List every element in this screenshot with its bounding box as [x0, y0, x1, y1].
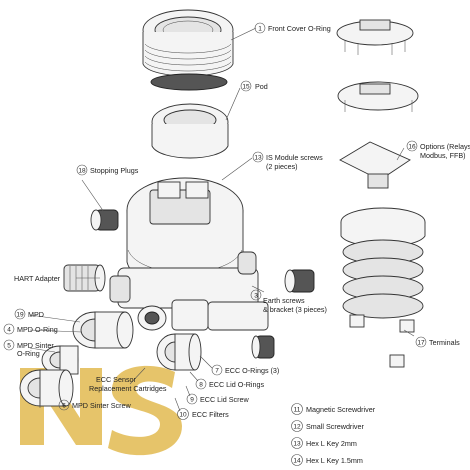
callout-number: 16 — [408, 143, 416, 150]
stopping-plug-left-part — [90, 209, 119, 231]
callout-label: Hex L Key 2mm — [306, 439, 357, 448]
callout-pod: 15 Pod — [240, 80, 268, 92]
callout-label: MPD — [28, 310, 44, 319]
callout-number: 12 — [293, 423, 301, 430]
callout-number: 7 — [215, 367, 219, 374]
callout-number: 13 — [293, 440, 301, 447]
callout-number: 3 — [254, 292, 258, 299]
callout-label: ECC Lid Screw — [200, 395, 250, 404]
callout-label: ECC O-Rings (3) — [225, 366, 279, 375]
main-board-part — [337, 81, 419, 112]
stopping-plug-lower-part — [251, 335, 275, 359]
callout-label: ECC Filters — [192, 410, 229, 419]
callout-number: 13 — [254, 154, 262, 161]
callout-label: Hex L Key 1.5mm — [306, 456, 363, 465]
callout-number: 1 — [258, 25, 262, 32]
mpd-part — [72, 311, 134, 349]
callout-number: 6 — [62, 402, 66, 409]
callout-label: Stopping Plugs — [90, 166, 139, 175]
callout-label: Options (Relays, — [420, 142, 470, 151]
mpd-sinter-part — [41, 345, 79, 375]
ecc-cartridge-part — [137, 305, 202, 371]
callout-mpd: 19 MPD — [14, 308, 44, 320]
callout-number: 17 — [417, 339, 425, 346]
main-housing-part — [109, 177, 269, 331]
callout-number: 19 — [16, 311, 24, 318]
callout-label-line2: & bracket (3 pieces) — [263, 305, 327, 314]
terminals-stack-part — [340, 207, 426, 368]
callout-number: 18 — [78, 167, 86, 174]
callout-hex-key-2mm: 13 Hex L Key 2mm — [291, 437, 357, 449]
callout-label: Earth screws — [263, 296, 305, 305]
front-cover-o-ring-part — [150, 73, 228, 91]
callout-stopping-plugs: 18 Stopping Plugs — [76, 164, 139, 176]
callout-label-line2: Replacement Cartridges — [89, 384, 167, 393]
callout-number: 5 — [7, 342, 11, 349]
callout-number: 10 — [179, 411, 187, 418]
callout-ecc-lid-o-rings: 8 ECC Lid O-Rings — [195, 378, 265, 390]
callout-is-module-screws: 13 IS Module screws (2 pieces) — [252, 151, 323, 171]
callout-ecc-sensor-cartridges: ECC Sensor Replacement Cartridges — [89, 375, 167, 393]
leader-lines — [29, 27, 415, 412]
callout-label: Small Screwdriver — [306, 422, 365, 431]
callout-label: MPD Sinter — [17, 341, 54, 350]
callout-label: Front Cover O-Ring — [268, 24, 331, 33]
callout-magnetic-screwdriver: 11 Magnetic Screwdriver — [291, 403, 376, 415]
callout-label: IS Module screws — [266, 153, 323, 162]
callout-terminals: 17 Terminals — [415, 336, 460, 348]
callout-mpd-o-ring: 4 MPD O-Ring — [3, 323, 58, 335]
front-cover-part — [142, 9, 234, 77]
callout-earth-screws: 3 Earth screws & bracket (3 pieces) — [250, 289, 327, 314]
callout-label: Magnetic Screwdriver — [306, 405, 376, 414]
pod-part — [151, 103, 229, 159]
callout-options: 16 Options (Relays, Modbus, FFB) — [406, 140, 470, 160]
callout-number: 14 — [293, 457, 301, 464]
callout-ecc-filters: 10 ECC Filters — [177, 408, 229, 420]
hart-adapter-part — [63, 264, 106, 292]
mpd-sinter-screw-part — [19, 369, 74, 407]
callout-label: ECC Sensor — [96, 375, 137, 384]
stopping-plug-right-part — [284, 269, 315, 293]
callout-ecc-o-rings: 7 ECC O-Rings (3) — [211, 364, 279, 376]
callout-number: 4 — [7, 326, 11, 333]
callout-front-cover-o-ring: 1 Front Cover O-Ring — [254, 22, 331, 34]
callout-label: ECC Lid O-Rings — [209, 380, 265, 389]
callout-number: 15 — [242, 83, 250, 90]
callout-mpd-sinter-screw: 6 MPD Sinter Screw — [58, 399, 132, 411]
callout-label-line2: O-Ring — [17, 349, 40, 358]
callout-mpd-sinter-o-ring: 5 MPD Sinter O-Ring — [3, 339, 54, 358]
callout-number: 8 — [199, 381, 203, 388]
callout-ecc-lid-screw: 9 ECC Lid Screw — [186, 393, 250, 405]
callout-label: Terminals — [429, 338, 460, 347]
display-board-part — [336, 19, 414, 55]
callout-hart-adapter: HART Adapter — [14, 274, 61, 283]
callout-label-line2: (2 pieces) — [266, 162, 298, 171]
callout-label-line2: Modbus, FFB) — [420, 151, 466, 160]
callout-number: 11 — [294, 406, 301, 413]
callout-label: HART Adapter — [14, 274, 61, 283]
callout-label: Pod — [255, 82, 268, 91]
options-board-part — [339, 141, 411, 189]
callout-hex-key-1-5mm: 14 Hex L Key 1.5mm — [291, 454, 363, 466]
callout-number: 9 — [190, 396, 194, 403]
callout-small-screwdriver: 12 Small Screwdriver — [291, 420, 365, 432]
callout-label: MPD Sinter Screw — [72, 401, 132, 410]
callout-label: MPD O-Ring — [17, 325, 58, 334]
